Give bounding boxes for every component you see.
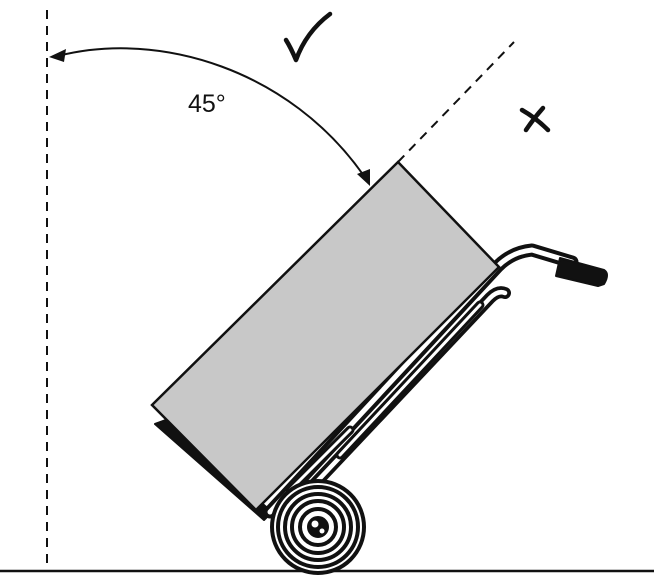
frame-rail-inner-inner [289,289,508,511]
hand-truck [154,243,608,521]
cross-mark-icon [519,105,551,133]
wheel-hub [307,516,329,538]
load-box [150,160,501,512]
angle-label: 45° [188,90,226,118]
angle-arc [57,47,365,177]
angle-arc-arrowhead-left [49,49,66,62]
check-mark-icon [283,11,333,63]
angle-arc-arrowhead-right [357,169,370,186]
frame-slot-inner [338,303,482,457]
tilt-reference-line [397,41,515,163]
handle-grip [555,257,608,287]
wheel [270,479,366,575]
